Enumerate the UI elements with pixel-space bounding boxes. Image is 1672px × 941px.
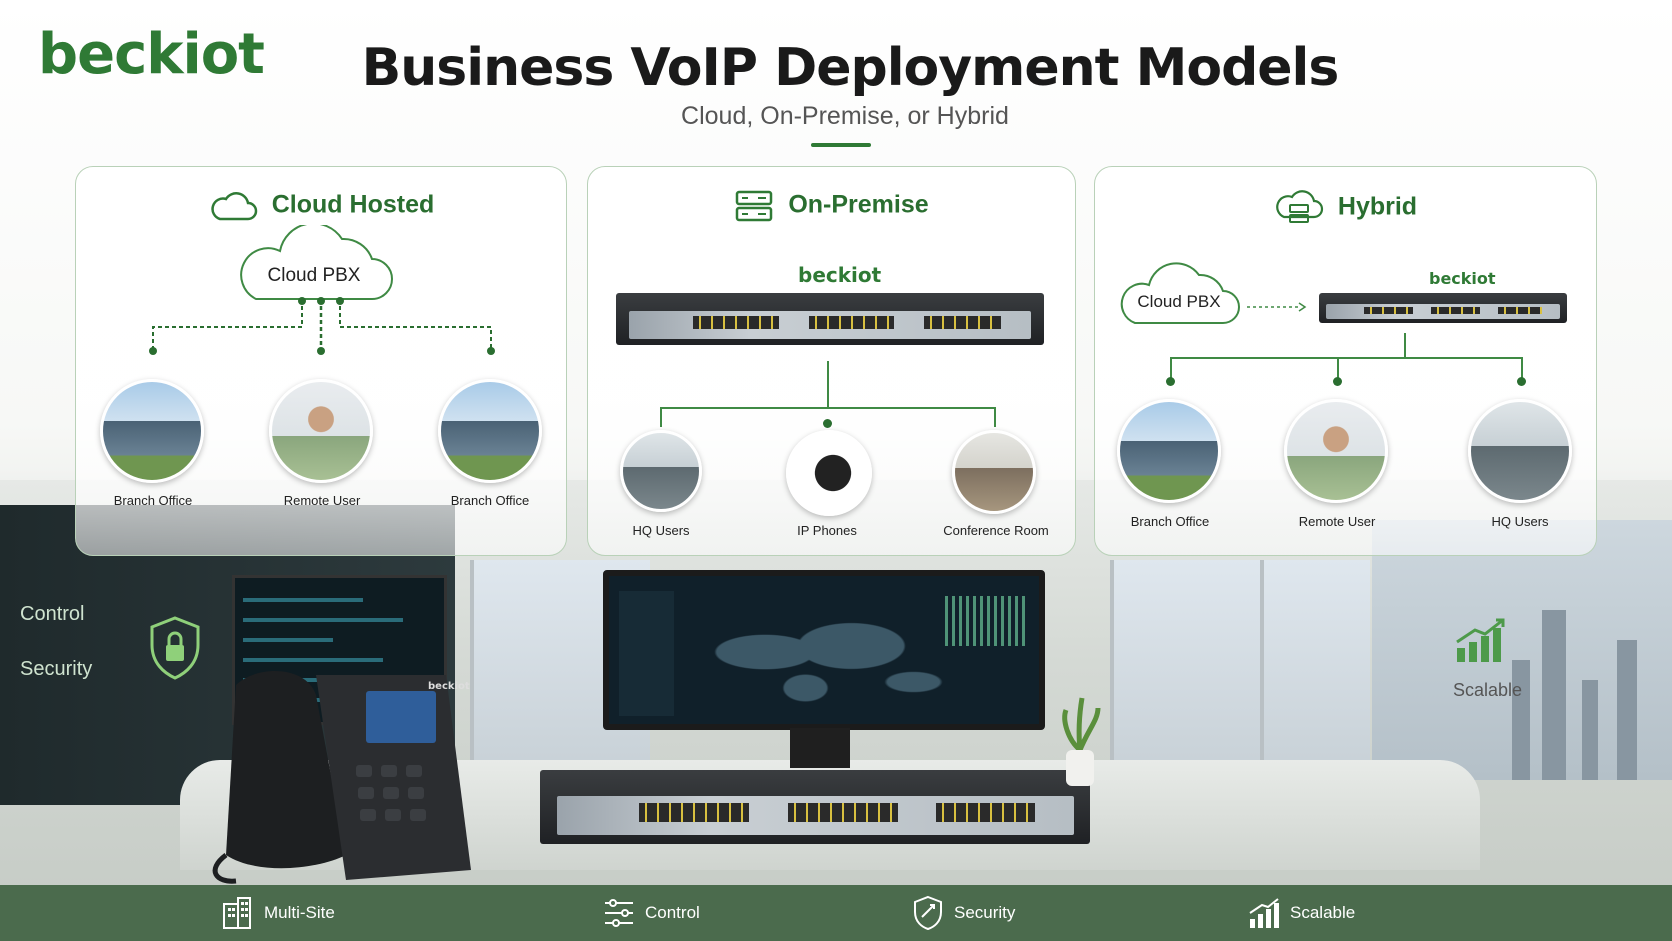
building-icon: [223, 897, 251, 929]
footer-label: Security: [954, 903, 1016, 922]
branch-office-photo: [1117, 399, 1221, 503]
footer-label: Multi-Site: [264, 903, 335, 922]
connector-dot: [1333, 377, 1342, 386]
cloud-pbx-shape: [240, 225, 393, 300]
dashed-link-arrow: [1247, 302, 1307, 312]
device-logo: beckiot: [798, 263, 882, 287]
city-tower: [1582, 680, 1598, 780]
connector-line: [827, 361, 829, 409]
connector-dot: [823, 419, 832, 428]
conference-room-photo: [952, 430, 1036, 514]
panel-cloud-hosted: Cloud Hosted Cloud PBX Branch Office Rem…: [75, 166, 567, 556]
city-tower: [1617, 640, 1637, 780]
connector-line: [1170, 357, 1523, 359]
shield-icon: [914, 895, 942, 931]
page-subtitle: Cloud, On-Premise, or Hybrid: [681, 102, 1009, 130]
scalable-label: Scalable: [1453, 680, 1523, 700]
office-window: [1260, 560, 1370, 760]
bar-chart-icon: [1249, 898, 1279, 928]
dashboard-bars: [945, 596, 1025, 646]
panel-title-text: Cloud Hosted: [271, 190, 435, 219]
node-label: HQ Users: [1491, 514, 1549, 529]
panel-title: On-Premise: [588, 189, 1075, 223]
hq-users-photo: [1468, 399, 1572, 503]
remote-user-photo: [1284, 399, 1388, 503]
node-label: Branch Office: [450, 493, 530, 508]
phone-logo: beckiot: [428, 681, 470, 692]
title-underline: [811, 143, 871, 147]
cloud-server-icon: [1276, 190, 1323, 223]
panel-on-premise: On-Premise beckiot HQ Users IP Phones Co…: [587, 166, 1076, 556]
office-window: [1110, 560, 1260, 760]
node-label: Branch Office: [113, 493, 193, 508]
connector-line: [660, 407, 996, 409]
page-title: Business VoIP Deployment Models: [361, 38, 1340, 98]
monitor-stand: [790, 728, 850, 768]
potted-plant: [1062, 697, 1101, 786]
connector-line: [660, 407, 662, 427]
remote-user-photo: [269, 379, 373, 483]
hq-users-photo: [620, 430, 702, 512]
panel-title: Hybrid: [1095, 189, 1596, 227]
connector-line: [994, 407, 996, 427]
sliders-icon: [605, 899, 633, 927]
node-label: HQ Users: [632, 523, 690, 538]
wall-label-security: Security: [20, 658, 93, 680]
panel-title: Cloud Hosted: [76, 189, 566, 223]
footer-label: Control: [645, 903, 700, 922]
connector-line: [1521, 357, 1523, 379]
pbx-rack-device: [540, 770, 1090, 844]
connector-dot: [1166, 377, 1175, 386]
brand-logo: beckiot: [38, 22, 265, 87]
branch-office-photo: [100, 379, 204, 483]
panel-hybrid: Hybrid Cloud PBX beckiot Branch Office R…: [1094, 166, 1597, 556]
growth-chart-icon: [1456, 618, 1505, 662]
connector-line: [1337, 357, 1339, 379]
city-window: [1372, 520, 1672, 780]
wall-label-control: Control: [20, 603, 85, 625]
pbx-rack-device: [616, 293, 1044, 345]
node-label: IP Phones: [797, 523, 857, 538]
footer-item-control: Control: [603, 885, 700, 941]
panel-title-text: Hybrid: [1337, 192, 1418, 221]
node-label: Remote User: [1298, 514, 1376, 529]
city-tower: [1512, 660, 1530, 780]
cloud-icon: [211, 192, 257, 221]
dashboard-monitor: [603, 570, 1045, 730]
cloud-pbx-label: Cloud PBX: [1137, 292, 1221, 311]
footer-bar: Multi-Site Control Security Scalab: [0, 885, 1672, 941]
cloud-pbx-shape: [1120, 262, 1240, 324]
connector-dot: [1517, 377, 1526, 386]
connector-line: [1170, 357, 1172, 379]
world-map-graphic: [684, 598, 954, 718]
pbx-rack-device: [1319, 293, 1567, 323]
footer-label: Scalable: [1290, 903, 1356, 922]
lock-shield-icon: [150, 616, 200, 680]
device-logo: beckiot: [1429, 269, 1496, 288]
node-label: Conference Room: [943, 523, 1049, 538]
city-tower: [1542, 610, 1566, 780]
dashboard-sidebar: [619, 591, 674, 716]
connector-line: [1404, 333, 1406, 357]
node-label: Branch Office: [1130, 514, 1210, 529]
ip-phone-photo: [786, 430, 872, 516]
panel-title-text: On-Premise: [788, 190, 929, 219]
server-icon: [736, 190, 773, 222]
ip-desk-phone: [212, 671, 471, 884]
footer-item-multi-site: Multi-Site: [220, 885, 335, 941]
cloud-connectors: [149, 297, 495, 355]
branch-office-photo: [438, 379, 542, 483]
cloud-pbx-label: Cloud PBX: [267, 265, 361, 286]
footer-item-scalable: Scalable: [1248, 885, 1355, 941]
node-label: Remote User: [283, 493, 361, 508]
footer-item-security: Security: [912, 885, 1015, 941]
